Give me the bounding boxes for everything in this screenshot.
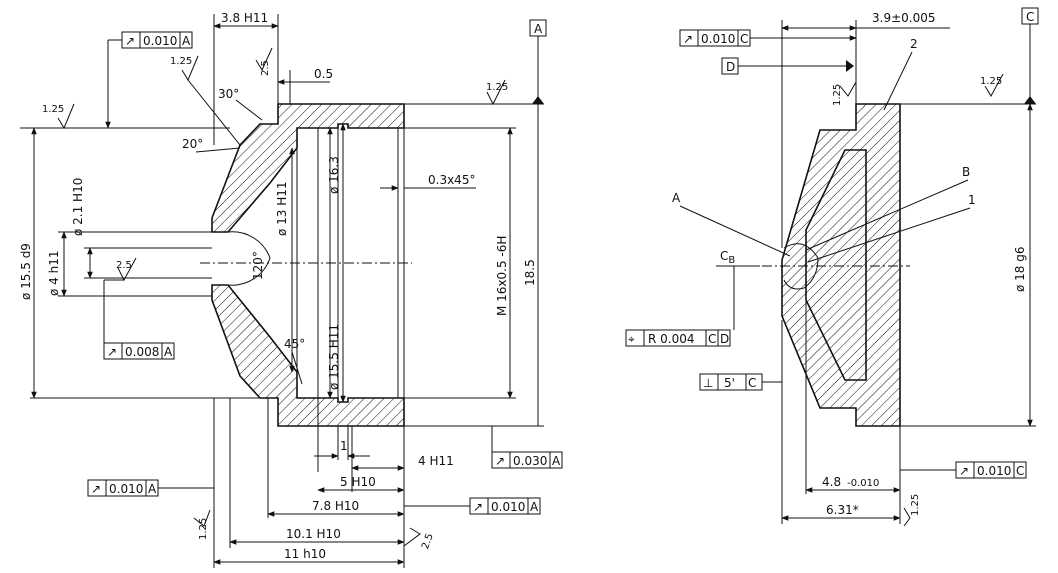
frame-left-bottom-1: ↗ 0.010 A xyxy=(87,479,214,497)
dim-d4-h11: ø 4 h11 xyxy=(47,251,61,296)
label-a: A xyxy=(672,191,681,205)
frame-left-mid: ↗ 0.008 A xyxy=(103,280,175,360)
dim-7-8-h10: 7.8 H10 xyxy=(312,499,359,513)
dim-4-8: 4.8-0.010 xyxy=(822,475,879,489)
roughness-right-2: 1.25 xyxy=(980,73,1004,98)
svg-text:↗: ↗ xyxy=(495,454,505,468)
svg-text:C: C xyxy=(740,32,748,46)
angle-30: 30° xyxy=(218,87,239,101)
datum-a-label: A xyxy=(534,22,543,36)
svg-text:5': 5' xyxy=(724,376,735,390)
svg-text:↗: ↗ xyxy=(125,34,135,48)
dim-6-31: 6.31* xyxy=(826,503,859,517)
svg-text:2.5: 2.5 xyxy=(116,260,132,271)
frame-right-position: ⌖ R 0.004 C D xyxy=(625,329,731,347)
frame-left-top: ↗ 0.010 A xyxy=(105,31,193,129)
svg-text:↗: ↗ xyxy=(473,500,483,514)
svg-text:0.010: 0.010 xyxy=(977,464,1011,478)
svg-text:D: D xyxy=(720,332,729,346)
dim-5-h10: 5 H10 xyxy=(340,475,376,489)
roughness-right-1: 1.25 xyxy=(832,81,857,106)
roughness-left-5: 2.5 xyxy=(104,257,137,282)
svg-text:↗: ↗ xyxy=(959,464,969,478)
svg-text:0.010: 0.010 xyxy=(109,482,143,496)
frame-left-bottom-2: ↗ 0.010 A xyxy=(404,497,541,515)
roughness-left-6: 1.25 xyxy=(193,509,211,540)
svg-text:1.25: 1.25 xyxy=(42,104,64,115)
datum-d-label: D xyxy=(726,60,735,74)
dim-4-h11: 4 H11 xyxy=(418,454,454,468)
svg-text:⊥: ⊥ xyxy=(703,376,713,390)
frame-right-top: ↗ 0.010 C xyxy=(679,29,857,47)
label-b: B xyxy=(962,165,970,179)
roughness-left-4: 1.25 xyxy=(486,79,508,106)
svg-text:0.010: 0.010 xyxy=(143,34,177,48)
svg-text:A: A xyxy=(552,454,561,468)
svg-text:⌖: ⌖ xyxy=(628,332,635,346)
label-2: 2 xyxy=(910,37,918,51)
svg-text:0.010: 0.010 xyxy=(701,32,735,46)
svg-text:C: C xyxy=(748,376,756,390)
angle-20: 20° xyxy=(182,137,203,151)
left-view: A 3.8 H11 ↗ 0.010 A 0.5 1.25 xyxy=(19,11,563,568)
roughness-right-3: 1.25 xyxy=(903,494,921,527)
angle-45: 45° xyxy=(284,337,305,351)
svg-text:R 0.004: R 0.004 xyxy=(648,332,695,346)
roughness-left-2: 1.25 xyxy=(170,55,241,146)
svg-text:0.010: 0.010 xyxy=(491,500,525,514)
dim-chamfer: 0.3x45° xyxy=(428,173,475,187)
dim-11-h10: 11 h10 xyxy=(284,547,326,561)
left-section-lower xyxy=(211,284,405,427)
dim-1: 1 xyxy=(340,439,348,453)
svg-text:C: C xyxy=(708,332,716,346)
svg-text:↗: ↗ xyxy=(107,345,117,359)
dim-d15-5-h11: ø 15.5 H11 xyxy=(327,324,341,390)
dim-d18-g6: ø 18 g6 xyxy=(1013,247,1027,293)
svg-text:0.008: 0.008 xyxy=(125,345,159,359)
svg-text:1.25: 1.25 xyxy=(170,56,192,67)
svg-text:1.25: 1.25 xyxy=(910,494,921,516)
right-view: C ø 18 g6 3.9±0.005 ↗ 0.010 C D xyxy=(625,7,1039,527)
dim-18-5: 18.5 xyxy=(523,259,537,286)
label-cb: CB xyxy=(720,249,735,266)
dim-10-1-h10: 10.1 H10 xyxy=(286,527,341,541)
frame-left-right: ↗ 0.030 A xyxy=(491,426,563,469)
svg-text:0.030: 0.030 xyxy=(513,454,547,468)
svg-text:2.5: 2.5 xyxy=(420,532,436,551)
right-section xyxy=(781,103,901,427)
roughness-left-3: 2.5 xyxy=(255,47,273,76)
svg-text:↗: ↗ xyxy=(683,32,693,46)
svg-text:A: A xyxy=(530,500,539,514)
dim-0-5: 0.5 xyxy=(314,67,333,81)
svg-text:A: A xyxy=(164,345,173,359)
dim-d15-5-d9: ø 15.5 d9 xyxy=(19,243,33,300)
svg-text:C: C xyxy=(1016,464,1024,478)
svg-text:1.25: 1.25 xyxy=(486,82,508,93)
svg-text:1.25: 1.25 xyxy=(832,84,843,106)
dim-d16-3: ø 16.3 xyxy=(327,156,341,194)
svg-text:A: A xyxy=(148,482,157,496)
svg-text:1.25: 1.25 xyxy=(198,518,209,540)
svg-text:↗: ↗ xyxy=(91,482,101,496)
dim-thread: M 16x0.5 -6H xyxy=(495,236,509,316)
dim-3-8-h11: 3.8 H11 xyxy=(221,11,268,25)
roughness-left-1: 1.25 xyxy=(20,103,230,130)
roughness-left-7: 2.5 xyxy=(403,527,436,551)
frame-right-bottom: ↗ 0.010 C xyxy=(900,461,1027,479)
dim-d2-1-h10: ø 2.1 H10 xyxy=(71,178,85,236)
left-section-upper xyxy=(211,103,405,233)
datum-c-label: C xyxy=(1026,10,1034,24)
svg-text:2.5: 2.5 xyxy=(260,60,271,76)
svg-text:A: A xyxy=(182,34,191,48)
dim-3-9: 3.9±0.005 xyxy=(872,11,936,25)
frame-right-perp: ⊥ 5' C xyxy=(699,373,782,391)
label-1: 1 xyxy=(968,193,976,207)
dim-d13-h11: ø 13 H11 xyxy=(275,181,289,236)
svg-text:1.25: 1.25 xyxy=(980,76,1002,87)
angle-120: 120° xyxy=(251,251,265,280)
